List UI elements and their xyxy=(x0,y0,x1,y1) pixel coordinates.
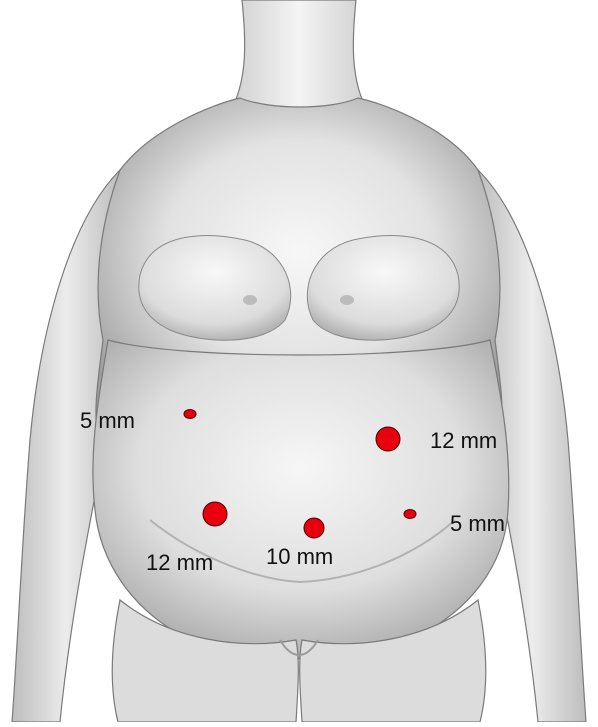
port-marker xyxy=(304,518,324,538)
neck xyxy=(230,0,368,112)
port-marker xyxy=(203,502,227,526)
port-label: 5 mm xyxy=(80,410,135,432)
port-marker xyxy=(184,410,196,419)
port-label: 5 mm xyxy=(450,513,505,535)
abdomen xyxy=(93,340,509,659)
port-marker xyxy=(404,510,416,519)
left-breast xyxy=(139,236,291,341)
port-marker xyxy=(376,427,400,451)
port-label: 12 mm xyxy=(430,430,497,452)
right-breast xyxy=(307,236,459,341)
port-label: 10 mm xyxy=(266,546,333,568)
right-nipple xyxy=(340,295,354,305)
port-label: 12 mm xyxy=(146,552,213,574)
left-nipple xyxy=(243,295,257,305)
